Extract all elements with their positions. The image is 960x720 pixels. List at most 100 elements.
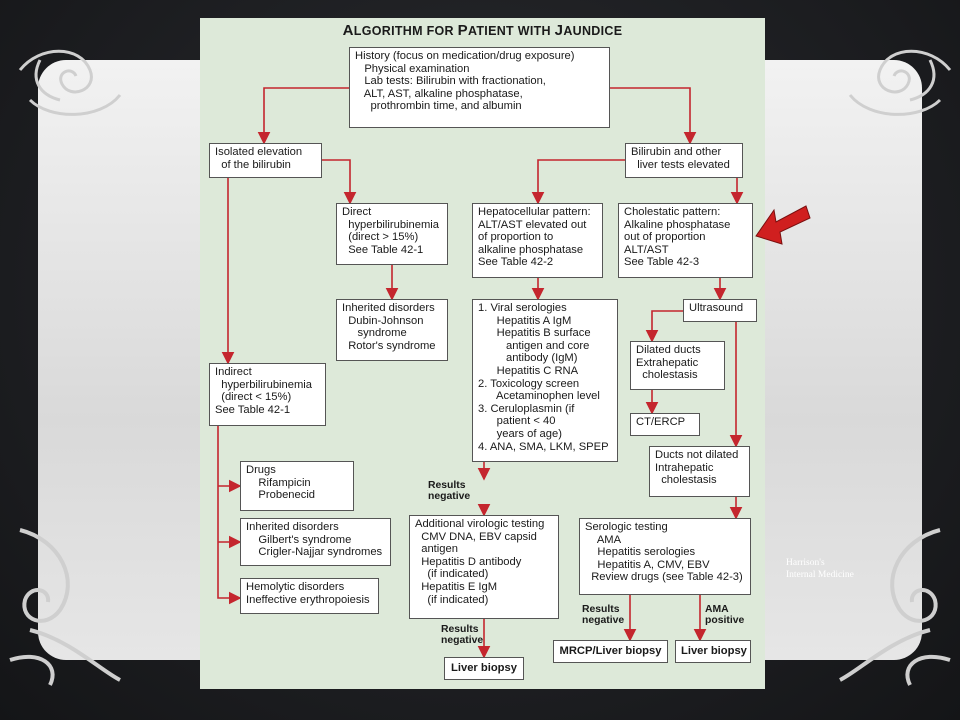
viral-line: Hepatitis A IgM xyxy=(478,314,572,327)
results-negative-label-2: Results negative xyxy=(441,624,484,647)
dilated-line: Dilated ducts xyxy=(636,344,701,356)
history-line: Lab tests: Bilirubin with fractionation, xyxy=(355,75,546,88)
hepatocellular-line: Hepatocellular pattern: xyxy=(478,206,591,218)
indirect-line: Indirect xyxy=(215,366,252,378)
history-line: Physical examination xyxy=(355,62,470,75)
viral-line: patient < 40 xyxy=(478,415,556,428)
viral-line: 2. Toxicology screen xyxy=(478,377,580,390)
results-negative-label-1: Results negative xyxy=(428,480,471,503)
virologic-line: antigen xyxy=(415,543,458,556)
red-pointer-arrow xyxy=(755,205,811,245)
direct-line: See Table 42-1 xyxy=(342,243,424,256)
viral-line: Hepatitis C RNA xyxy=(478,364,579,377)
figure-title: ALGORITHM FOR PATIENT WITH JAUNDICE xyxy=(342,22,623,39)
viral-line: Acetaminophen level xyxy=(478,390,600,403)
virologic-line: Hepatitis D antibody xyxy=(415,555,522,568)
inherited-disorders-box-2: Inherited disorders Gilbert's syndrome C… xyxy=(240,518,391,566)
flow-arrow xyxy=(217,426,242,605)
direct-line: (direct > 15%) xyxy=(342,231,419,244)
hepatocellular-line: alkaline phosphatase xyxy=(478,243,584,256)
jaundice-algorithm-figure: ALGORITHM FOR PATIENT WITH JAUNDICE Hist… xyxy=(200,18,765,689)
history-line: ALT, AST, alkaline phosphatase, xyxy=(355,87,523,100)
inherited1-line: syndrome xyxy=(342,327,407,340)
viral-line: years of age) xyxy=(478,427,562,440)
drugs-line: Rifampicin xyxy=(246,476,311,489)
cholestatic-line: out of proportion xyxy=(624,231,706,244)
viral-line: antigen and core xyxy=(478,339,590,352)
drugs-box: Drugs Rifampicin Probenecid xyxy=(240,461,354,511)
serologic-line: Hepatitis A, CMV, EBV xyxy=(585,558,710,571)
ama-positive-label: AMA positive xyxy=(705,604,745,627)
ultrasound-line: Ultrasound xyxy=(689,302,744,314)
flow-arrow xyxy=(610,87,697,145)
source-citation: Harrison's Internal Medicine xyxy=(786,557,896,581)
virologic-line: Additional virologic testing xyxy=(415,518,545,530)
bottom-right-flourish xyxy=(839,528,951,686)
inherited2-line: Inherited disorders xyxy=(246,521,339,533)
results-negative-label-3: Results negative xyxy=(582,604,625,627)
serologic-line: Hepatitis serologies xyxy=(585,546,696,559)
isolated-line: of the bilirubin xyxy=(215,158,291,171)
bili_other-line: Bilirubin and other xyxy=(631,146,722,158)
source-line-1: Harrison's xyxy=(786,558,825,568)
bilirubin-and-liver-tests-box: Bilirubin and other liver tests elevated xyxy=(625,143,743,178)
cholestatic-line: Alkaline phosphatase xyxy=(624,218,731,231)
dilated-line: cholestasis xyxy=(636,369,698,382)
hepatocellular-line: See Table 42-2 xyxy=(478,256,554,269)
hepatocellular-line: of proportion to xyxy=(478,231,554,244)
serologic-line: Serologic testing xyxy=(585,521,668,533)
drugs-line: Probenecid xyxy=(246,489,316,502)
top-left-flourish xyxy=(18,49,122,116)
ct-ercp-box: CT/ERCP xyxy=(630,413,700,436)
serologic-line: AMA xyxy=(585,533,622,546)
hepatocellular-pattern-box: Hepatocellular pattern:ALT/AST elevated … xyxy=(472,203,603,278)
mrcp-liver-biopsy-box: MRCP/Liver biopsy xyxy=(553,640,668,663)
inherited2-line: Crigler-Najjar syndromes xyxy=(246,546,383,559)
inherited1-line: Inherited disorders xyxy=(342,302,435,314)
indirect-line: hyperbilirubinemia xyxy=(215,378,313,391)
hemolytic-line: Ineffective erythropoiesis xyxy=(246,593,370,606)
virologic-line: (if indicated) xyxy=(415,568,489,581)
serologic-testing-box: Serologic testing AMA Hepatitis serologi… xyxy=(579,518,751,595)
viral-serologies-box: 1. Viral serologies Hepatitis A IgM Hepa… xyxy=(472,299,618,462)
viral-line: Hepatitis B surface xyxy=(478,327,591,340)
indirect-line: See Table 42-1 xyxy=(215,403,291,416)
cholestatic-line: ALT/AST xyxy=(624,243,669,256)
direct-line: hyperbilirubinemia xyxy=(342,218,440,231)
cholestatic-line: Cholestatic pattern: xyxy=(624,206,721,218)
history-line: prothrombin time, and albumin xyxy=(355,100,522,113)
cterp-line: CT/ERCP xyxy=(636,416,686,428)
liver_biopsy-line: Liver biopsy xyxy=(451,662,517,674)
indirect-hyperbilirubinemia-box: Indirect hyperbilirubinemia (direct < 15… xyxy=(209,363,326,426)
liver-biopsy-box-2: Liver biopsy xyxy=(675,640,751,663)
not_dilated-line: cholestasis xyxy=(655,474,717,487)
mrcp-line: MRCP/Liver biopsy xyxy=(559,645,662,657)
liver_biopsy2-line: Liver biopsy xyxy=(681,645,747,657)
flow-arrow xyxy=(645,310,683,343)
hemolytic-line: Hemolytic disorders xyxy=(246,581,345,593)
ultrasound-box: Ultrasound xyxy=(683,299,757,322)
not_dilated-line: Ducts not dilated xyxy=(655,449,739,461)
direct-hyperbilirubinemia-box: Direct hyperbilirubinemia (direct > 15%)… xyxy=(336,203,448,265)
inherited-disorders-box-1: Inherited disorders Dubin-Johnson syndro… xyxy=(336,299,448,361)
additional-virologic-testing-box: Additional virologic testing CMV DNA, EB… xyxy=(409,515,559,619)
history-box: History (focus on medication/drug exposu… xyxy=(349,47,610,128)
bili_other-line: liver tests elevated xyxy=(631,158,730,171)
not_dilated-line: Intrahepatic xyxy=(655,461,714,474)
liver-biopsy-box: Liver biopsy xyxy=(444,657,524,680)
history-line: History (focus on medication/drug exposu… xyxy=(355,50,575,62)
serologic-line: Review drugs (see Table 42-3) xyxy=(585,571,743,584)
inherited1-line: Dubin-Johnson xyxy=(342,314,424,327)
dilated-line: Extrahepatic xyxy=(636,356,699,369)
bottom-left-flourish xyxy=(9,528,121,686)
hepatocellular-line: ALT/AST elevated out xyxy=(478,218,587,231)
viral-line: antibody (IgM) xyxy=(478,352,578,365)
top-right-flourish xyxy=(848,49,952,116)
virologic-line: (if indicated) xyxy=(415,593,489,606)
virologic-line: Hepatitis E IgM xyxy=(415,580,498,593)
isolated-bilirubin-box: Isolated elevation of the bilirubin xyxy=(209,143,322,178)
viral-line: 4. ANA, SMA, LKM, SPEP xyxy=(478,440,609,453)
